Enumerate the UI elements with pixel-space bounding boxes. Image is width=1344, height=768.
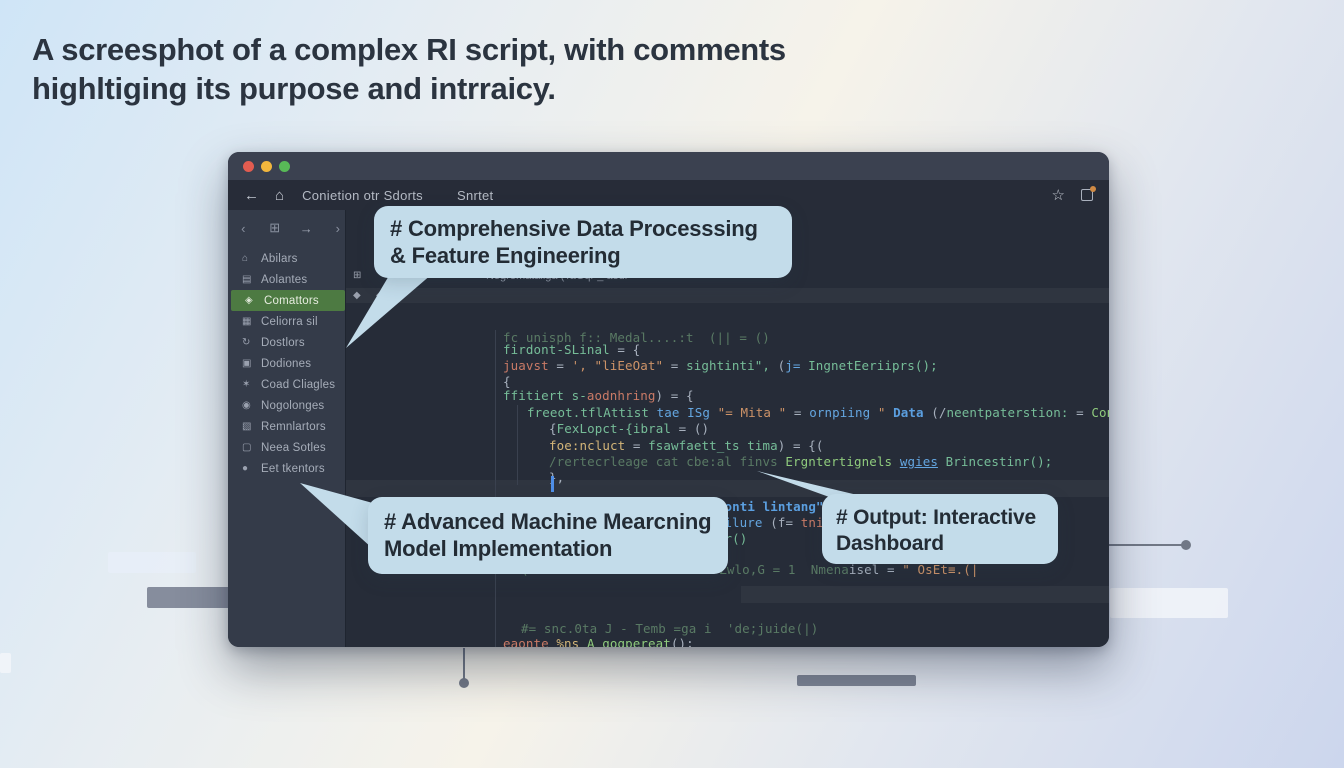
share-icon[interactable] [1081, 186, 1096, 201]
refresh-icon: ↻ [242, 337, 251, 348]
row-highlight-band [741, 586, 1109, 603]
text-cursor [551, 476, 554, 492]
row-highlight-band [346, 288, 1109, 303]
callout-text: & Feature Engineering [390, 242, 621, 268]
callout-data-processing: # Comprehensive Data Processsing & Featu… [374, 206, 792, 278]
home-icon: ⌂ [242, 253, 249, 264]
sidebar-item-label: Abilars [261, 252, 298, 265]
close-button[interactable] [243, 161, 254, 172]
callout-text: # Advanced Machine Mearcning [384, 509, 712, 534]
sidebar-item[interactable]: ▣ Dodiones [228, 353, 345, 374]
code-line: firdont-SLinal = { [503, 342, 641, 357]
nav-forward-icon[interactable]: → [299, 220, 313, 236]
database-icon: ● [242, 463, 249, 474]
lock-icon: ◈ [245, 295, 253, 306]
nav-grid-icon[interactable]: ⊞ [269, 220, 281, 235]
decor-sliver-left [0, 653, 11, 673]
sidebar-item[interactable]: ▧ Remnlartors [228, 416, 345, 437]
back-icon[interactable]: ← [244, 186, 259, 204]
nav-back-icon[interactable]: ‹ [241, 220, 246, 236]
sidebar-item-label: Coad Cliagles [261, 378, 336, 391]
sidebar-item[interactable]: ⌂ Abilars [228, 248, 345, 269]
page-heading: A screesphot of a complex RI script, wit… [32, 30, 892, 109]
sidebar-item-label: Dodiones [261, 357, 312, 370]
heading-line-2: highltiging its purpose and intrraicy. [32, 71, 556, 107]
sidebar-nav: ‹ ⊞ → › [228, 210, 345, 244]
sidebar-item[interactable]: ▢ Neea Sotles [228, 437, 345, 458]
code-line: fc unisph f:: Medal....:t (|| = () [503, 330, 770, 345]
sidebar-item[interactable]: ▦ Celiorra sil [228, 311, 345, 332]
connector-dot-horizontal [1181, 540, 1191, 550]
code-line: juavst = ', "liEeOat" = sightinti", (j= … [503, 358, 938, 373]
sidebar-item[interactable]: ▤ Aolantes [228, 269, 345, 290]
list-icon: ▤ [242, 274, 252, 285]
window-toolbar: ← ⌂ Conietion otr Sdorts Snrtet ☆ [228, 180, 1109, 210]
home-icon[interactable]: ⌂ [275, 186, 285, 204]
sidebar-item[interactable]: ◉ Nogolonges [228, 395, 345, 416]
code-line: ffitiert s-aodnhring) = { [503, 388, 694, 403]
globe-icon: ◉ [242, 400, 251, 411]
sidebar-item-label: Remnlartors [261, 420, 326, 433]
callout-model-implementation: # Advanced Machine Mearcning Model Imple… [368, 497, 728, 574]
sidebar: ‹ ⊞ → › ⌂ Abilars ▤ Aolantes ◈ Comattors ▦ Celi… [228, 210, 345, 647]
gear-icon: ✶ [242, 379, 251, 390]
decor-bar-gray-bottom [797, 675, 916, 686]
sidebar-item-label: Celiorra sil [261, 315, 318, 328]
sidebar-item[interactable]: ✶ Coad Cliagles [228, 374, 345, 395]
decor-bar-light-left [108, 552, 196, 573]
toolbar-title: Conietion otr Sdorts [302, 187, 423, 203]
tab-grid-icon: ⊞ [353, 270, 362, 281]
gutter-diamond-icon: ◆ [376, 290, 384, 301]
gutter-diamond-icon: ◆ [353, 290, 361, 301]
code-line: eaonte %ns A_gogpereat(); [503, 636, 694, 647]
sidebar-item-label: Dostlors [261, 336, 305, 349]
nav-next-icon[interactable]: › [335, 220, 340, 236]
code-line: {FexLopct-{ibral = () [549, 421, 710, 436]
report-icon: ▧ [242, 421, 252, 432]
callout-text: # Comprehensive Data Processsing [390, 216, 758, 241]
archive-icon: ▦ [242, 316, 252, 327]
sidebar-item-label: Aolantes [261, 273, 308, 286]
indent-guide [517, 405, 518, 485]
connector-line-vertical [463, 648, 465, 679]
sidebar-item-label: Neea Sotles [261, 441, 326, 454]
module-icon: ▣ [242, 358, 252, 369]
minimize-button[interactable] [261, 161, 272, 172]
star-icon[interactable]: ☆ [1051, 187, 1065, 204]
maximize-button[interactable] [279, 161, 290, 172]
code-line: freeot.tflAttist tae ISg "= Mita " = orn… [527, 405, 1109, 420]
callout-output-dashboard: # Output: Interactive Dashboard [822, 494, 1058, 564]
decor-bar-light-right [1110, 588, 1228, 618]
callout-text: Model Implementation [384, 535, 613, 561]
window-icon: ▢ [242, 442, 252, 453]
connector-line-horizontal [1109, 544, 1183, 546]
indent-guide [495, 330, 496, 647]
callout-text: # Output: Interactive [836, 506, 1036, 529]
sidebar-item[interactable]: ↻ Dostlors [228, 332, 345, 353]
code-line: foe:ncluct = fsawfaett_ts tima) = {( [549, 438, 824, 453]
row-highlight-band [346, 480, 1109, 497]
callout-text: Dashboard [836, 531, 944, 555]
code-line: #= snc.0ta J - Temb =ga i 'de;juide(|) [521, 621, 819, 636]
sidebar-item[interactable]: ● Eet tkentors [228, 458, 345, 479]
decor-bar-gray-left [147, 587, 232, 608]
code-line: { [503, 374, 511, 389]
sidebar-item-label: Nogolonges [261, 399, 325, 412]
window-titlebar[interactable] [228, 152, 1109, 180]
sidebar-item-label: Comattors [264, 294, 319, 307]
code-line: /rertecrleage cat cbe:al finvs Ergnterti… [549, 454, 1053, 469]
sidebar-items: ⌂ Abilars ▤ Aolantes ◈ Comattors ▦ Celiorra sil… [228, 248, 345, 479]
connector-dot-vertical [459, 678, 469, 688]
sidebar-item[interactable]: ◈ Comattors [231, 290, 345, 311]
heading-line-1: A screesphot of a complex RI script, wit… [32, 32, 786, 67]
sidebar-item-label: Eet tkentors [261, 462, 325, 475]
toolbar-subtitle: Snrtet [456, 187, 494, 203]
